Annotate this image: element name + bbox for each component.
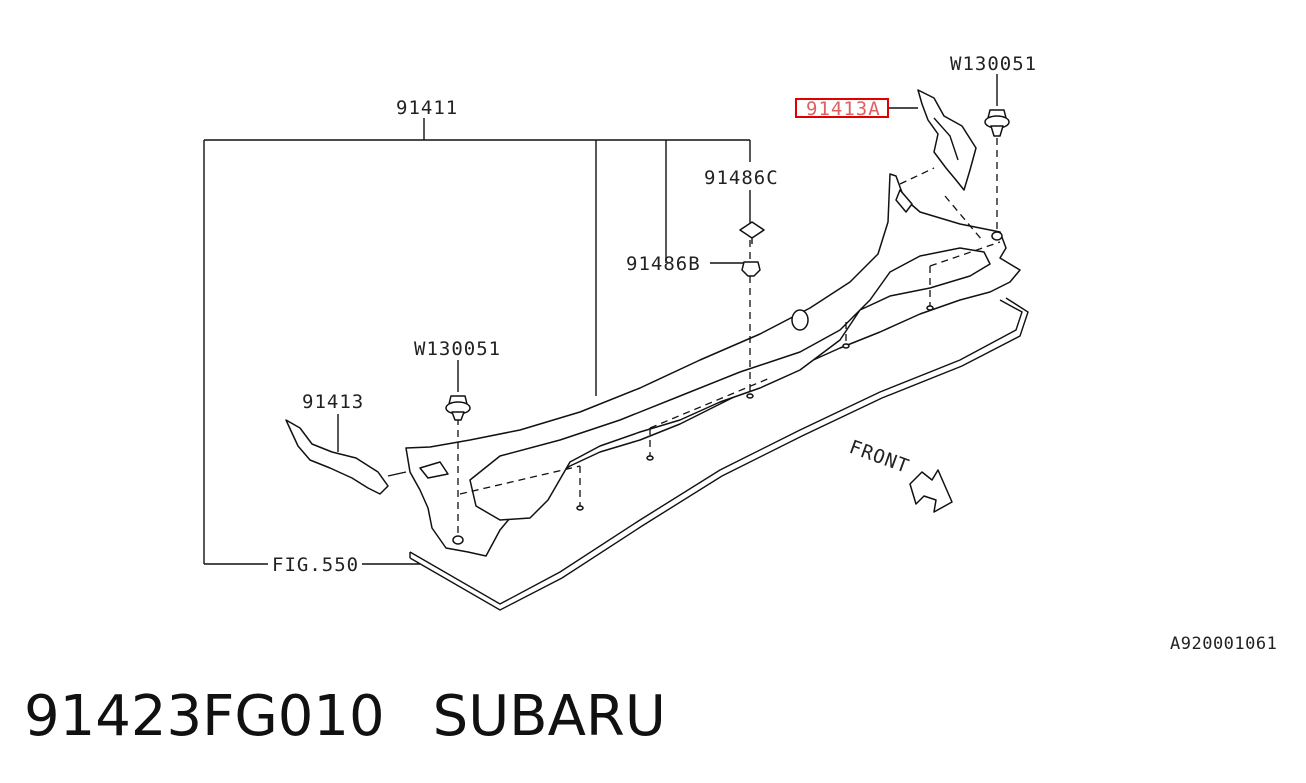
cover-91413a bbox=[888, 89, 977, 191]
label-front: FRONT bbox=[846, 436, 912, 478]
front-arrow bbox=[909, 469, 953, 513]
assembly-bracket bbox=[203, 118, 751, 565]
cover-91413 bbox=[285, 414, 407, 495]
label-91486c: 91486C bbox=[704, 167, 779, 189]
label-w130051-left: W130051 bbox=[414, 338, 501, 360]
label-91486b: 91486B bbox=[626, 253, 701, 275]
cowl-panel bbox=[405, 173, 1021, 557]
label-91413a: 91413A bbox=[806, 98, 881, 120]
clip-91486b bbox=[741, 261, 761, 277]
part-number: 91423FG010 bbox=[24, 684, 385, 749]
clip-91486c bbox=[739, 190, 765, 244]
label-w130051-right: W130051 bbox=[950, 53, 1037, 75]
label-91411: 91411 bbox=[396, 97, 458, 119]
brand-name: SUBARU bbox=[432, 684, 666, 749]
footer-title: 91423FG010 SUBARU bbox=[24, 684, 666, 749]
highlight-box bbox=[795, 98, 889, 118]
dashed-install-lines bbox=[457, 138, 1001, 540]
label-fig-ref: FIG.550 bbox=[272, 554, 359, 576]
clip-w130051-left bbox=[445, 360, 471, 421]
label-91413: 91413 bbox=[302, 391, 364, 413]
seal-strip bbox=[409, 297, 1029, 611]
fastener-points bbox=[452, 231, 1003, 545]
drawing-code: A920001061 bbox=[1170, 634, 1278, 654]
clip-w130051-right bbox=[984, 74, 1010, 137]
